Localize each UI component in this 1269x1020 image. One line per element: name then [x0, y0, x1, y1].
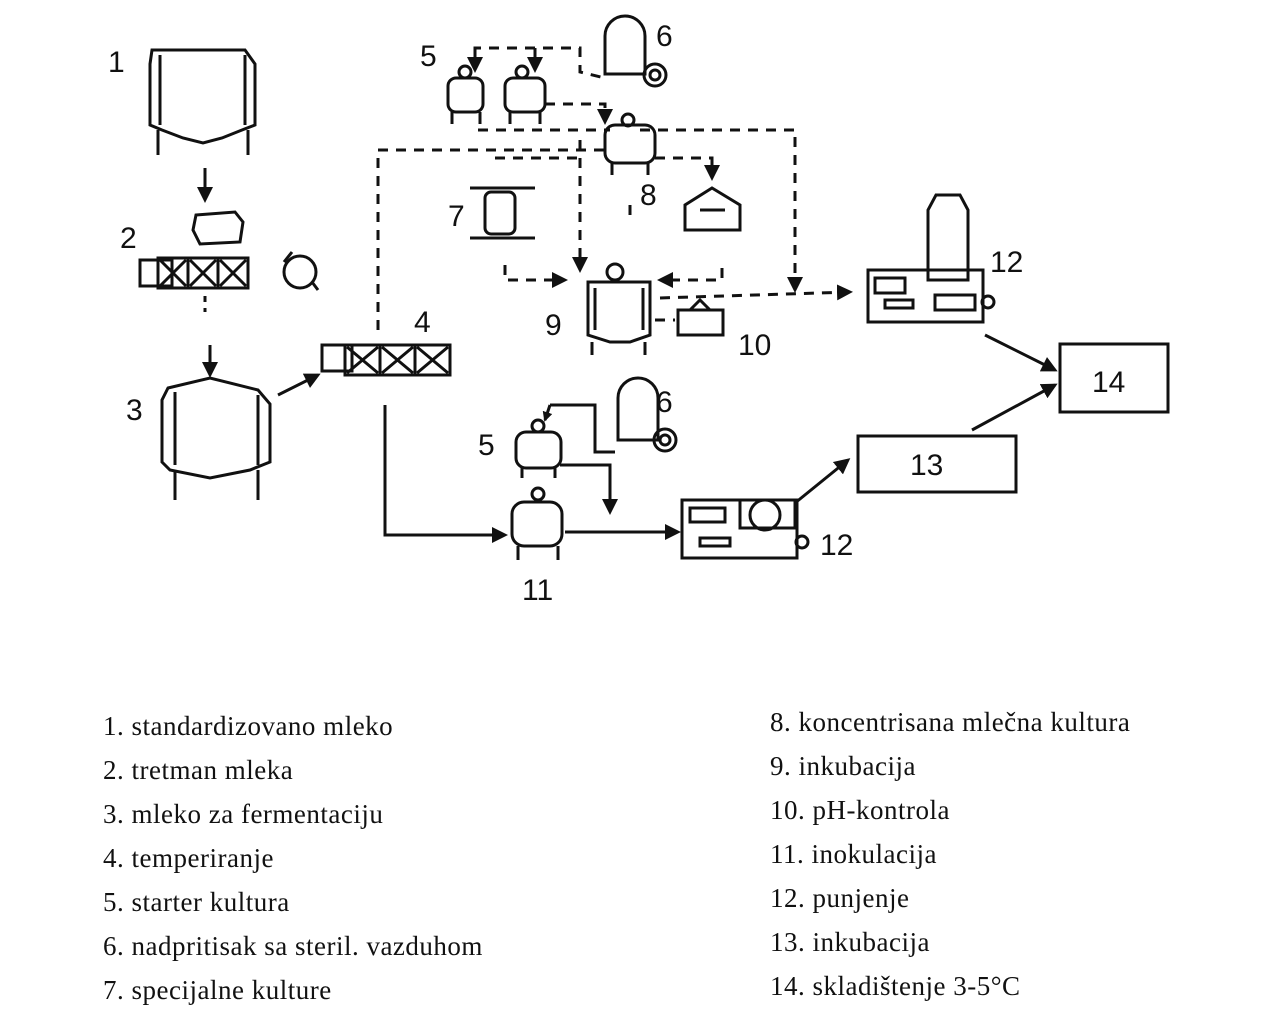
legend-item-6: 6. nadpritisak sa steril. vazduhom [103, 931, 483, 961]
container-icon [683, 186, 742, 232]
label-5: 5 [420, 40, 437, 73]
legend-item-12: 12. punjenje [770, 883, 910, 913]
line-4-to-11 [383, 405, 508, 543]
legend-item-2: 2. tretman mleka [103, 755, 294, 785]
tempering-unit-4-icon [320, 343, 452, 377]
legend-left-column: 1. standardizovano mleko 2. tretman mlek… [103, 704, 483, 1012]
legend-item-13: 13. inkubacija [770, 927, 930, 957]
filling-machine-12b-icon [680, 498, 810, 560]
treatment-unit-2-icon [138, 210, 320, 291]
inoculation-tank-11-icon [510, 486, 564, 560]
label-12-bottom: 12 [820, 529, 853, 562]
legend-item-9: 9. inkubacija [770, 751, 916, 781]
box-13 [856, 434, 1018, 494]
label-10: 10 [738, 329, 771, 362]
legend-item-3: 3. mleko za fermentaciju [103, 799, 384, 829]
process-flow-diagram: 1 2 3 4 5 6 7 8 9 10 12 5 6 11 12 13 14 [108, 14, 1170, 607]
label-6-bottom: 6 [656, 386, 673, 419]
legend-item-7: 7. specijalne kulture [103, 975, 332, 1005]
legend-item-5: 5. starter kultura [103, 887, 290, 917]
filling-machine-12-icon [866, 193, 996, 324]
box-13-label: 13 [910, 449, 943, 482]
arrow-13-to-14 [971, 383, 1058, 432]
legend-right-column: 8. koncentrisana mlečna kultura 9. inkub… [770, 700, 1130, 1008]
label-11: 11 [522, 574, 553, 607]
label-5-bottom: 5 [478, 429, 495, 462]
arrow-3-to-4 [277, 373, 321, 397]
line-5b-down [560, 463, 618, 515]
label-9: 9 [545, 309, 562, 342]
legend-item-11: 11. inokulacija [770, 839, 937, 869]
box-14 [1058, 342, 1170, 414]
arrow-into-5b [542, 404, 553, 422]
arrow-12b-to-13 [794, 458, 851, 505]
pressure-vessel-6-icon [603, 14, 668, 88]
label-6: 6 [656, 20, 673, 53]
label-7: 7 [448, 200, 465, 233]
tank-1-icon [148, 48, 257, 155]
legend-item-1: 1. standardizovano mleko [103, 711, 394, 741]
legend-item-10: 10. pH-kontrola [770, 795, 950, 825]
legend-item-8: 8. koncentrisana mlečna kultura [770, 707, 1131, 737]
line-5b-to-6b [550, 403, 615, 454]
starter-tank-5b-icon [514, 418, 563, 478]
tank-3-icon [160, 376, 272, 500]
legend-item-4: 4. temperiranje [103, 843, 274, 873]
label-12-top: 12 [990, 246, 1023, 279]
label-3: 3 [126, 394, 143, 427]
starter-tanks-5-icon [446, 64, 547, 124]
label-4: 4 [414, 306, 431, 339]
box-14-label: 14 [1092, 366, 1125, 399]
dashed-network-top [376, 46, 853, 330]
concentrate-tank-8-icon [603, 112, 657, 175]
label-2: 2 [120, 222, 137, 255]
pressure-vessel-6b-icon [616, 376, 678, 453]
incubation-tank-9-icon [586, 262, 652, 355]
legend-item-14: 14. skladištenje 3-5°C [770, 971, 1021, 1001]
special-culture-7-icon [470, 186, 535, 240]
arrow-12a-to-14 [984, 333, 1058, 372]
ph-control-10-icon [676, 297, 725, 337]
label-1: 1 [108, 46, 125, 79]
label-8: 8 [640, 179, 657, 212]
